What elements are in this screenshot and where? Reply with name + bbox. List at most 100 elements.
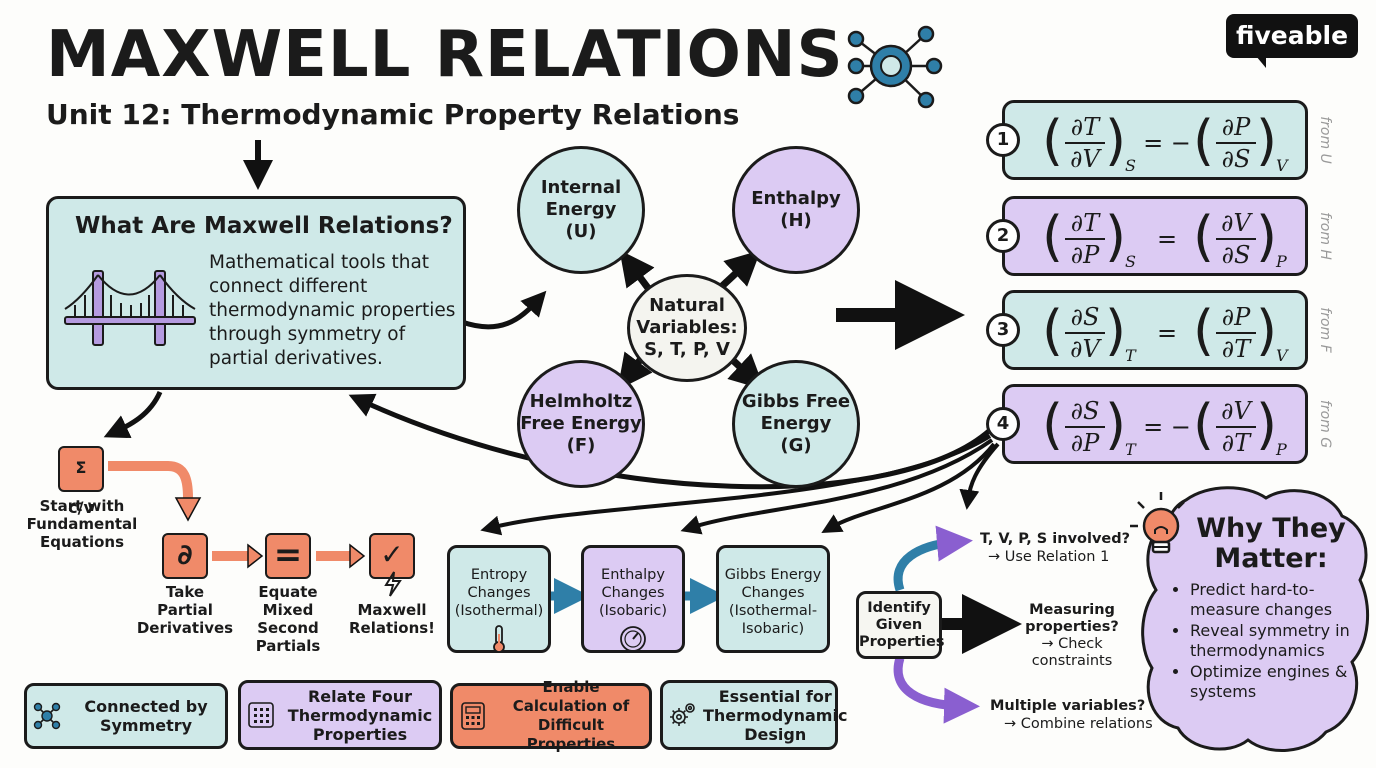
step-start-label: Start with Fundamental Equations	[22, 497, 142, 551]
label-line: (H)	[780, 210, 812, 231]
paren: (	[1193, 393, 1214, 456]
rhs-numerator: ∂V	[1221, 209, 1253, 237]
label-line: Changes	[467, 585, 531, 601]
relation-sign: = −	[1143, 413, 1191, 441]
label-line: Partials	[255, 637, 321, 655]
label-line: Measuring	[1029, 602, 1115, 618]
rhs-subscript: P	[1275, 440, 1287, 459]
lhs-denominator: ∂P	[1071, 241, 1100, 269]
label-line: Equations	[39, 533, 124, 551]
lhs-subscript: S	[1125, 156, 1136, 175]
paren: )	[1105, 299, 1126, 362]
bridge-icon	[64, 270, 196, 346]
label-line: (Isothermal-	[728, 603, 818, 619]
relation-3-number: 3	[986, 313, 1020, 347]
lhs-numerator: ∂T	[1071, 113, 1101, 141]
why-item: Predict hard-to-measure changes	[1190, 580, 1352, 620]
grid-icon	[241, 700, 281, 730]
label-line: (Isothermal)	[454, 603, 544, 619]
step-maxwell-label: Maxwell Relations!	[342, 601, 442, 637]
relation-sign: =	[1157, 225, 1177, 253]
paren: (	[1042, 299, 1063, 362]
relation-sign: = −	[1143, 129, 1191, 157]
what-title: What Are Maxwell Relations?	[75, 213, 453, 239]
label-line: Gibbs Free	[741, 391, 851, 412]
relation-2-number: 2	[986, 219, 1020, 253]
why-item: Optimize engines & systems	[1190, 662, 1352, 702]
label-line: Fundamental	[26, 515, 138, 533]
network-icon	[27, 701, 67, 731]
label-line: Relations!	[348, 619, 436, 637]
relation-3-box: (∂S∂V)T=(∂P∂T)V	[1002, 290, 1308, 370]
lhs-numerator: ∂T	[1071, 209, 1101, 237]
molecule-network-icon	[847, 25, 943, 109]
why-list: Predict hard-to-measure changes Reveal s…	[1172, 580, 1352, 703]
label-line: Essential for	[718, 686, 832, 706]
relation-1-source: from U	[1310, 100, 1340, 180]
label-line: Energy	[760, 413, 832, 434]
label-line: (Isobaric)	[598, 603, 668, 619]
label-line: Take	[165, 583, 205, 601]
process-gibbs: Gibbs Energy Changes (Isothermal- Isobar…	[716, 545, 830, 653]
rhs-subscript: V	[1276, 346, 1289, 365]
lhs-subscript: T	[1125, 346, 1137, 365]
why-cloud-shape	[1141, 486, 1370, 752]
label-line: Equate	[258, 583, 318, 601]
label-line: Thermodynamic	[287, 705, 433, 725]
paren: (	[1042, 393, 1063, 456]
label-line: Changes	[601, 585, 665, 601]
relation-equation: (∂T∂P)S=(∂V∂S)P	[1042, 205, 1287, 271]
relation-4-source: from G	[1310, 384, 1340, 464]
relation-equation: (∂S∂P)T= −(∂V∂T)P	[1042, 393, 1287, 459]
label-line: Given	[875, 617, 923, 633]
label-line: Isobaric)	[741, 621, 805, 637]
relation-equation: (∂T∂V)S= −(∂P∂S)V	[1042, 109, 1289, 175]
relation-4-box: (∂S∂P)T= −(∂V∂T)P	[1002, 384, 1308, 464]
source-label: from U	[1317, 116, 1333, 164]
label-line: → Combine relations	[1004, 716, 1153, 732]
spark-icon	[384, 571, 402, 597]
paren: )	[1105, 109, 1126, 172]
label-line: Properties	[312, 724, 408, 744]
label-line: Changes	[741, 585, 805, 601]
rhs-denominator: ∂S	[1222, 145, 1251, 173]
label-line: Properties	[859, 634, 945, 650]
what-box: What Are Maxwell Relations? Mathematical…	[46, 196, 466, 390]
paren: )	[1256, 393, 1277, 456]
lhs-subscript: S	[1125, 252, 1136, 271]
brand-logo: fiveable	[1226, 14, 1358, 68]
checkmark-icon: ✓	[369, 533, 415, 579]
label-line: Relate Four	[307, 686, 413, 706]
lhs-denominator: ∂V	[1070, 335, 1102, 363]
source-label: from H	[1317, 212, 1333, 260]
label-line: Energy	[545, 199, 617, 220]
label-line: Variables:	[636, 317, 738, 338]
page-title: MAXWELL RELATIONS	[46, 18, 844, 92]
source-label: from G	[1317, 399, 1333, 449]
label-line: Start with	[39, 497, 125, 515]
step-take-label: Take Partial Derivatives	[128, 583, 242, 637]
label-line: S, T, P, V	[644, 339, 730, 360]
lhs-denominator: ∂V	[1070, 145, 1102, 173]
label-line: Derivatives	[136, 619, 234, 637]
rhs-denominator: ∂S	[1222, 241, 1251, 269]
enthalpy-circle: Enthalpy(H)	[732, 146, 860, 274]
label-line: Matter:	[1214, 543, 1328, 574]
decision-top: T, V, P, S involved? → Use Relation 1	[980, 530, 1130, 566]
gauge-icon	[620, 626, 646, 652]
relation-2-source: from H	[1310, 196, 1340, 276]
label-line: Enthalpy	[751, 188, 841, 209]
sigma-icon: Σ c/v	[58, 446, 104, 517]
step-equate-label: Equate Mixed Second Partials	[238, 583, 338, 655]
page-subtitle: Unit 12: Thermodynamic Property Relation…	[46, 98, 740, 131]
paren: )	[1256, 109, 1277, 172]
label-line: Identify	[867, 600, 931, 616]
rhs-subscript: P	[1275, 252, 1287, 271]
relation-equation: (∂S∂V)T=(∂P∂T)V	[1042, 299, 1289, 365]
lhs-denominator: ∂P	[1071, 429, 1100, 457]
lhs-numerator: ∂S	[1071, 397, 1100, 425]
what-description: Mathematical tools that connect differen…	[209, 252, 456, 369]
